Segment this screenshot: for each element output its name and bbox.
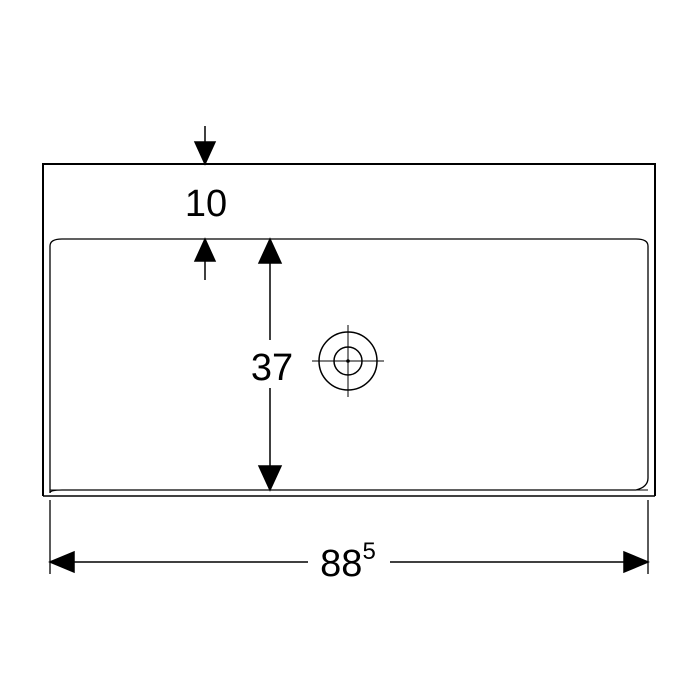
rim-thickness-label: 10: [185, 183, 227, 225]
bowl-depth-label: 37: [251, 347, 293, 389]
drain-symbol-icon: [312, 325, 384, 397]
front-edge: [43, 489, 655, 497]
depth-arrow-down-icon: [257, 465, 283, 492]
rim-arrow-down-icon: [193, 141, 217, 166]
basin-outline: [42, 163, 656, 496]
width-label-superscript: 5: [362, 538, 375, 565]
depth-label-mask: [244, 340, 300, 388]
width-label-main: 88: [320, 543, 362, 585]
bowl-outline: [49, 238, 649, 494]
width-arrow-right-icon: [623, 550, 650, 574]
width-label: 885: [320, 538, 376, 585]
rim-dimension: [193, 126, 217, 280]
rim-arrow-up-icon: [193, 237, 217, 262]
depth-arrow-up-icon: [257, 237, 283, 264]
width-arrow-left-icon: [48, 550, 75, 574]
width-dimension-line: [48, 550, 650, 574]
